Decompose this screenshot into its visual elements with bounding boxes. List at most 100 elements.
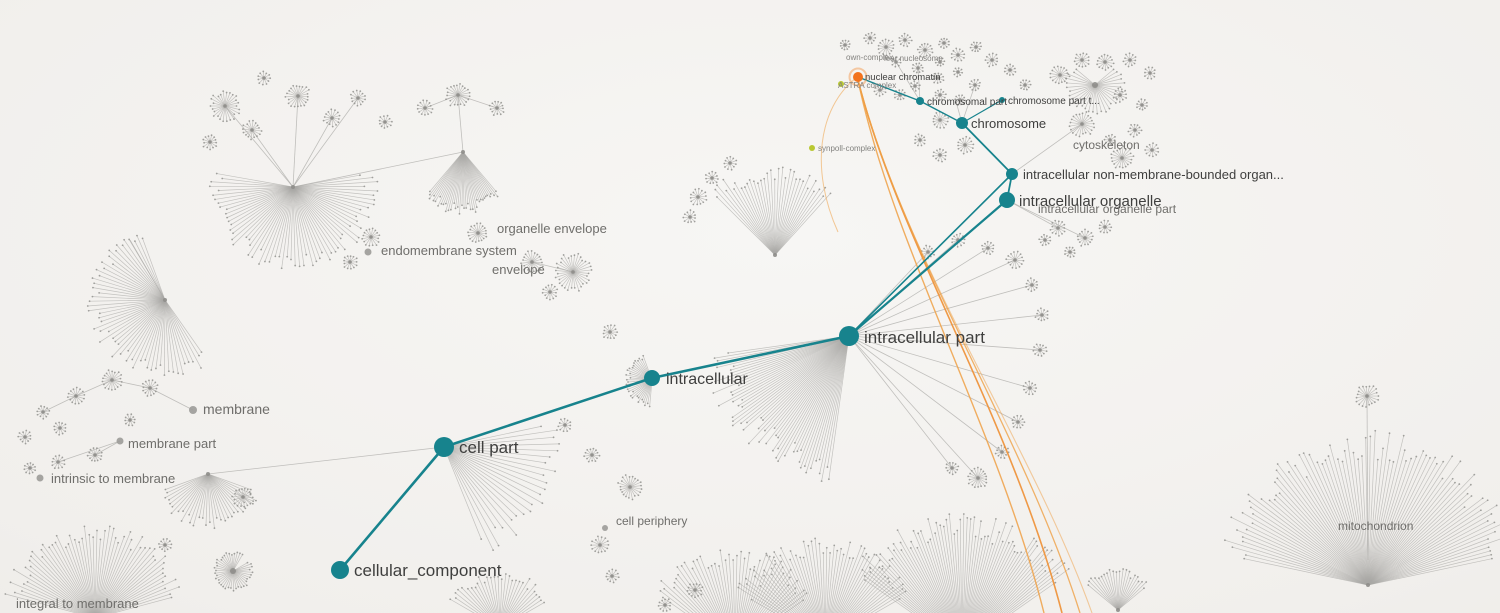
cluster-star — [541, 283, 559, 301]
cluster-star — [686, 583, 704, 599]
tree-edge — [292, 97, 359, 188]
node-chromosome-part[interactable] — [999, 97, 1005, 103]
tree-edge — [895, 61, 921, 102]
node-cell-part[interactable] — [434, 437, 454, 457]
cluster-fan — [1223, 429, 1500, 587]
node-label-cellular_component: cellular_component — [354, 561, 502, 580]
cluster-star — [932, 148, 947, 163]
node-nuclear-chromatin[interactable] — [853, 72, 863, 82]
path-edge — [857, 76, 921, 102]
tree-edge — [94, 440, 121, 456]
cluster-star — [583, 447, 601, 463]
node-label-chromosome-part: chromosome part t... — [1008, 96, 1100, 107]
cluster-star — [617, 474, 643, 501]
accent-node[interactable] — [809, 145, 815, 151]
cluster-star — [723, 155, 738, 171]
tree-edge — [848, 335, 1003, 453]
cluster-star — [914, 133, 926, 147]
association-curve — [820, 77, 857, 233]
association-curve — [857, 79, 1093, 613]
cluster-star — [1064, 246, 1076, 258]
cluster-star — [957, 135, 975, 155]
cluster-star — [1038, 233, 1052, 247]
node-label-intracellular-part: intracellular part — [864, 328, 985, 347]
cluster-star — [916, 42, 934, 58]
cluster-star — [910, 80, 921, 92]
tree-edge — [207, 446, 445, 475]
cluster-fan — [4, 525, 180, 613]
tree-edge — [848, 335, 953, 469]
node-intracellular[interactable] — [644, 370, 660, 386]
cluster-star — [343, 255, 358, 270]
node-chromosome[interactable] — [956, 117, 968, 129]
cluster-star — [1003, 63, 1017, 76]
cluster-star — [520, 250, 544, 273]
cluster-fan — [208, 172, 379, 270]
cluster-star — [554, 252, 593, 292]
node-intracellular-part[interactable] — [839, 326, 859, 346]
cluster-star — [322, 108, 341, 128]
cluster-fan — [861, 513, 1070, 613]
node-intracellular-organelle[interactable] — [999, 192, 1015, 208]
cluster-star — [1136, 98, 1148, 111]
cluster-star — [416, 99, 434, 116]
cluster-label: intrinsic to membrane — [51, 471, 175, 486]
cluster-fan — [1065, 68, 1126, 115]
node-intracellular-nmb-organelle[interactable] — [1006, 168, 1018, 180]
cluster-star — [36, 405, 51, 420]
cluster-star — [1098, 219, 1113, 234]
cluster-star — [1022, 380, 1037, 396]
tree-edge — [292, 117, 333, 188]
tree-edge — [292, 151, 464, 188]
accent-node[interactable] — [838, 81, 844, 87]
tree-edge — [848, 259, 1016, 337]
path-edge — [847, 198, 1009, 338]
tree-edge — [457, 94, 464, 153]
path-edge — [338, 445, 446, 572]
cluster-star — [202, 134, 218, 151]
cluster-star — [984, 52, 999, 68]
cluster-star — [1112, 87, 1128, 103]
cluster-star — [911, 62, 924, 74]
path-edge — [442, 376, 654, 449]
cluster-star — [1005, 250, 1025, 270]
cluster-star — [1143, 66, 1156, 80]
cluster-star — [86, 447, 103, 462]
cluster-star — [968, 78, 981, 92]
tree-edge — [848, 284, 1033, 337]
node-chromosomal-part[interactable] — [916, 97, 924, 105]
cluster-label: membrane — [203, 401, 270, 417]
cluster-star — [950, 47, 966, 62]
cluster-label: membrane part — [128, 436, 217, 451]
path-edge — [650, 334, 851, 380]
tree-edge — [42, 395, 77, 413]
cluster-star — [1122, 52, 1137, 68]
cluster-star — [124, 413, 136, 427]
cluster-star — [952, 67, 964, 78]
tree-edge — [848, 335, 979, 479]
cluster-star — [1019, 79, 1032, 91]
cluster-star — [66, 386, 86, 405]
cluster-fan — [737, 537, 907, 613]
node-cellular_component[interactable] — [331, 561, 349, 579]
cluster-label: organelle envelope — [497, 221, 607, 236]
cluster-star — [141, 379, 159, 397]
cluster-fan — [164, 472, 257, 530]
layer-nodes — [331, 67, 1018, 579]
cluster-star — [51, 454, 66, 470]
path-edge — [961, 99, 1003, 124]
label-anchor-dot — [364, 248, 372, 256]
path-edge — [919, 100, 963, 124]
tree-edge — [57, 440, 121, 463]
cluster-star — [361, 227, 381, 247]
cluster-star — [969, 41, 982, 53]
tree-edge — [75, 379, 113, 397]
cluster-star — [873, 84, 887, 97]
cluster-label: envelope — [492, 262, 545, 277]
cluster-label: integral to membrane — [16, 596, 139, 611]
cluster-star — [257, 70, 272, 86]
cluster-star — [1034, 307, 1049, 322]
cluster-fan — [428, 150, 499, 215]
